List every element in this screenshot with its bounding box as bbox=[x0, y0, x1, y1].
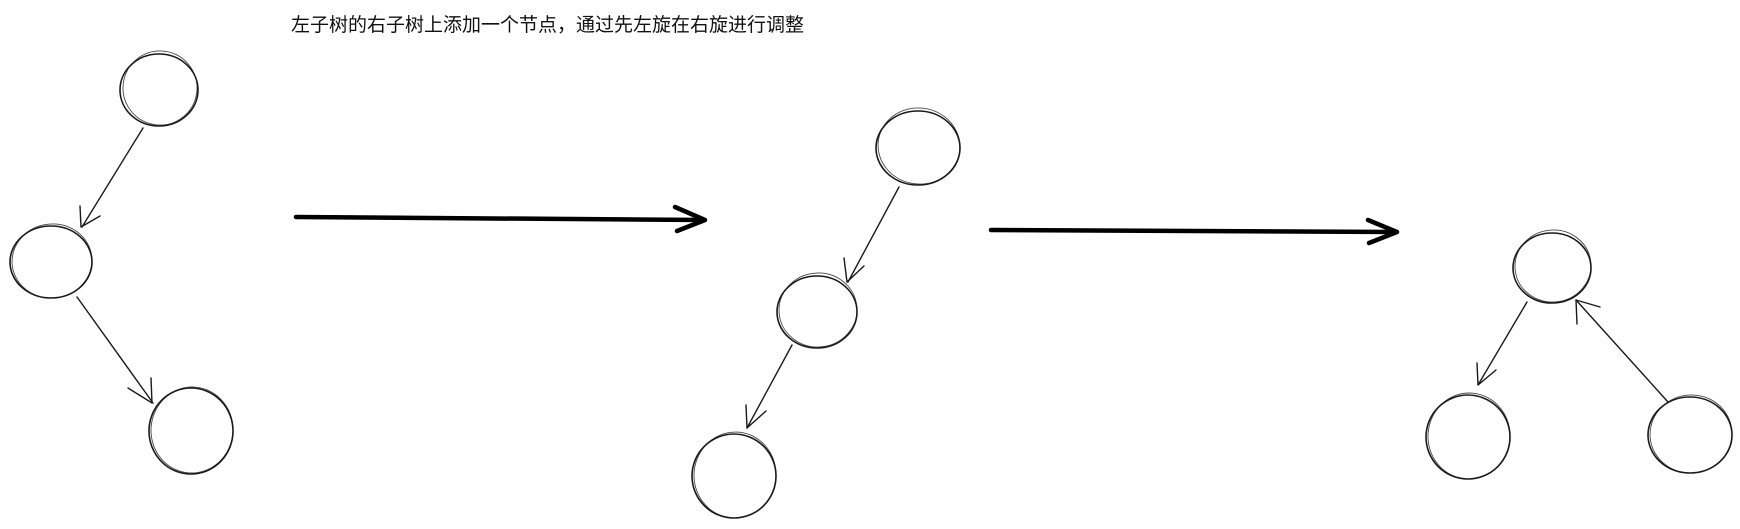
stage-after-left-rotation bbox=[691, 107, 961, 519]
arrow-left-rotation bbox=[293, 204, 708, 234]
tree-node-root bbox=[119, 50, 199, 127]
edge-root-to-left bbox=[79, 127, 144, 228]
tree-node-left-child bbox=[776, 272, 858, 349]
edge-root-to-left bbox=[1476, 301, 1528, 386]
tree-node-left-left-grandchild bbox=[691, 431, 777, 519]
edge-left-to-grandchild bbox=[76, 296, 154, 404]
tree-node-root bbox=[875, 107, 961, 186]
tree-node-right-child bbox=[1647, 394, 1733, 474]
tree-node-root bbox=[1512, 229, 1592, 304]
diagram-caption: 左子树的右子树上添加一个节点，通过先左旋在右旋进行调整 bbox=[291, 14, 805, 36]
edge-root-to-left bbox=[843, 186, 900, 283]
edge-left-to-grandchild bbox=[745, 344, 793, 429]
stage-after-right-rotation bbox=[1425, 229, 1733, 480]
arrow-right-rotation bbox=[988, 217, 1400, 246]
tree-node-left-right-grandchild bbox=[148, 386, 234, 475]
edge-right-to-root bbox=[1575, 299, 1669, 403]
tree-node-left-child bbox=[1425, 392, 1511, 480]
stage-initial bbox=[9, 50, 234, 475]
tree-node-left-child bbox=[9, 223, 93, 299]
